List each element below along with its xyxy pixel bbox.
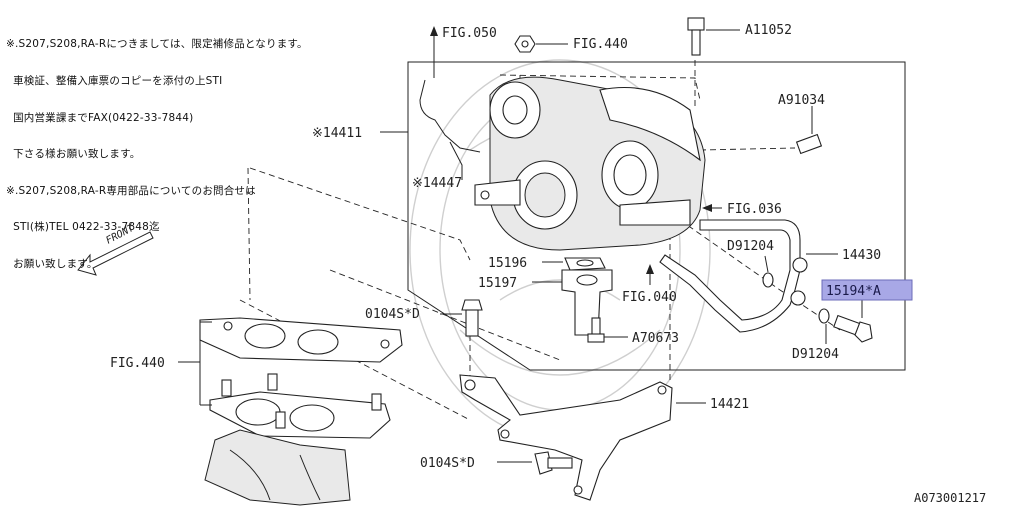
label-a70673[interactable]: A70673 <box>632 331 679 346</box>
bolt-a11052 <box>687 17 705 56</box>
pipe-15197 <box>561 269 613 336</box>
label-a11052[interactable]: A11052 <box>745 23 792 38</box>
nut-fig440 <box>514 35 536 53</box>
label-fig440-top[interactable]: FIG.440 <box>573 37 628 52</box>
banjo-fitting-bottom <box>790 290 806 306</box>
label-15196[interactable]: 15196 <box>488 256 527 271</box>
label-fig040[interactable]: FIG.040 <box>622 290 677 305</box>
bolt-0104s-lower <box>534 451 573 475</box>
exhaust-gasket-upper <box>199 317 403 363</box>
label-14411[interactable]: ※14411 <box>312 126 362 141</box>
note-line: 国内営業課までFAX(0422-33-7844) <box>6 111 194 124</box>
arrow-icon <box>430 26 438 36</box>
stud-a91034 <box>795 133 823 155</box>
label-15194[interactable]: 15194*A <box>826 284 881 299</box>
label-15197[interactable]: 15197 <box>478 276 517 291</box>
drawing-id: A073001217 <box>914 491 986 505</box>
exhaust-manifold-flange <box>204 373 391 506</box>
bolt-0104s-upper <box>461 299 483 337</box>
highlight-box-15194[interactable] <box>821 279 913 301</box>
label-d91204-bottom[interactable]: D91204 <box>792 347 839 362</box>
notes-block: ※.S207,S208,RA-Rにつきましては、限定補修品となります。 車検証、… <box>6 14 308 282</box>
label-14447[interactable]: ※14447 <box>412 176 462 191</box>
bracket-14421 <box>459 374 673 501</box>
leader-d91204-top <box>764 255 769 273</box>
front-arrow: FRONT <box>77 222 154 276</box>
label-fig036[interactable]: FIG.036 <box>727 202 782 217</box>
front-label: FRONT <box>104 222 137 246</box>
label-fig440-left[interactable]: FIG.440 <box>110 356 165 371</box>
label-0104s-top[interactable]: 0104S*D <box>365 307 420 322</box>
leader-14447 <box>449 141 463 180</box>
label-14421[interactable]: 14421 <box>710 397 749 412</box>
union-bolt-15194 <box>833 314 873 343</box>
turbocharger <box>474 76 706 251</box>
bracket-hole <box>500 429 510 439</box>
bracket-hole <box>464 379 476 391</box>
bracket-hole <box>657 385 667 395</box>
label-d91204-top[interactable]: D91204 <box>727 239 774 254</box>
banjo-fitting-top <box>792 257 808 273</box>
note-line: ※.S207,S208,RA-Rにつきましては、限定補修品となります。 <box>6 38 308 51</box>
leader-fig440-left <box>178 321 212 406</box>
bolt-a70673 <box>587 317 605 343</box>
arrow-icon <box>646 264 654 274</box>
washer-d91204-bottom <box>818 308 830 324</box>
label-a91034[interactable]: A91034 <box>778 93 825 108</box>
assembly-frame <box>407 61 906 371</box>
note-line: STI(株)TEL 0422-33-7848迄 <box>6 221 160 234</box>
note-line: 車検証、整備入庫票のコピーを添付の上STI <box>6 75 223 88</box>
note-line: お願い致します。 <box>6 258 98 271</box>
label-fig050[interactable]: FIG.050 <box>442 26 497 41</box>
gasket-15196 <box>564 257 606 271</box>
label-14430[interactable]: 14430 <box>842 248 881 263</box>
washer-d91204-top <box>762 272 774 288</box>
note-line: ※.S207,S208,RA-R専用部品についてのお問合せは <box>6 184 256 197</box>
label-0104s-bottom[interactable]: 0104S*D <box>420 456 475 471</box>
oil-pipe-14447 <box>419 79 481 153</box>
water-pipe-14430 <box>659 219 801 333</box>
arrow-icon <box>702 204 712 212</box>
bracket-hole <box>573 485 583 495</box>
note-line: 下さる様お願い致します。 <box>6 148 141 161</box>
